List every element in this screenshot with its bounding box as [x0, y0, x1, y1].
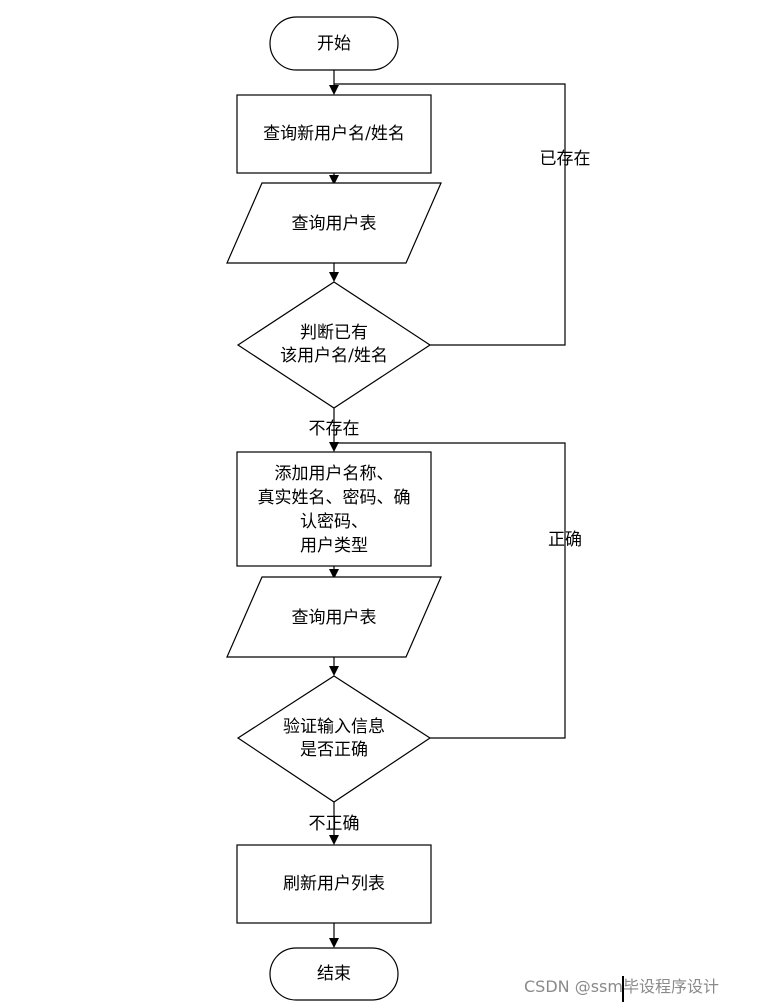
end-terminal: [269, 947, 399, 1001]
check-existing-user-decision: [236, 281, 432, 409]
query-user-table-label-2: 查询用户表: [292, 608, 377, 628]
text-cursor-icon: [622, 976, 624, 1002]
add-user-line-1: 添加用户名称、: [275, 464, 394, 484]
add-user-line-2: 真实姓名、密码、确: [258, 488, 411, 508]
query-user-table-data-1: [226, 182, 442, 264]
refresh-user-list-label: 刷新用户列表: [283, 874, 385, 894]
edge-label-exists: 已存在: [540, 149, 591, 169]
query-user-table-data-2: [226, 576, 442, 658]
check-existing-user-line-1: 判断已有: [300, 323, 368, 343]
edge-label-correct: 正确: [548, 530, 582, 550]
start-terminal: [269, 16, 399, 71]
query-new-username-label: 查询新用户名/姓名: [263, 124, 405, 144]
query-new-username-process: [236, 94, 432, 174]
add-user-process: [236, 451, 432, 567]
query-user-table-label-1: 查询用户表: [292, 214, 377, 234]
edge-label-incorrect: 不正确: [309, 814, 360, 834]
csdn-watermark: CSDN @ssm毕设程序设计: [524, 977, 719, 996]
check-existing-user-line-2: 该用户名/姓名: [280, 346, 388, 366]
refresh-user-list-process: [236, 844, 432, 924]
end-label: 结束: [317, 964, 351, 984]
add-user-line-4: 用户类型: [300, 536, 368, 556]
validate-input-line-1: 验证输入信息: [283, 717, 385, 737]
loop-exists-back: [334, 83, 566, 346]
validate-input-decision: [236, 675, 432, 803]
start-label: 开始: [317, 34, 351, 54]
edge-label-not-exists: 不存在: [309, 419, 360, 439]
loop-correct-back: [334, 442, 566, 739]
validate-input-line-2: 是否正确: [300, 740, 368, 760]
add-user-line-3: 认密码、: [300, 512, 368, 532]
